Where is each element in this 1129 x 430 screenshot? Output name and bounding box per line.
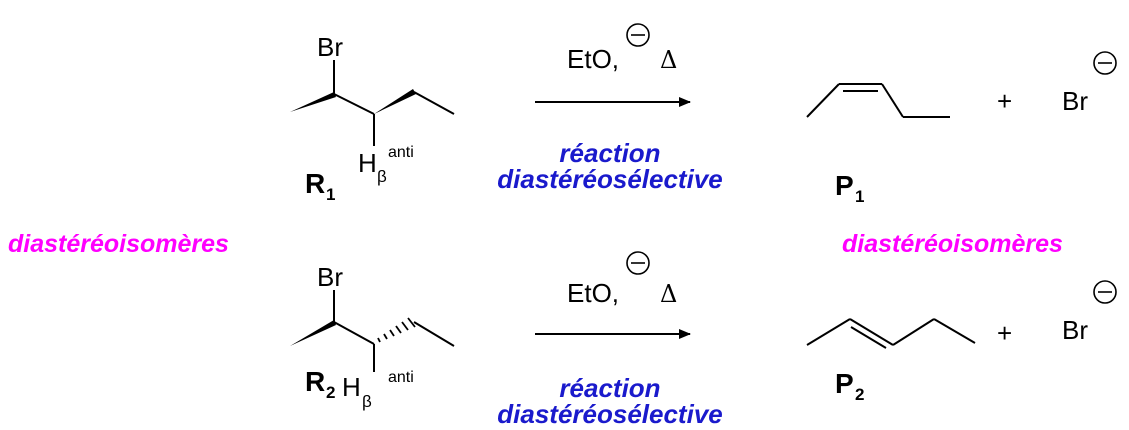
product-label-index: 2 [855, 385, 865, 404]
reactant-label-index: 1 [326, 185, 336, 204]
bromide-label: Br [1062, 315, 1088, 345]
bond-c2-c3 [333, 321, 375, 345]
product-p2-structure [806, 318, 976, 349]
double-bond-inner [850, 326, 887, 349]
bond-c2-c3 [333, 93, 375, 115]
product-label-letter: P [835, 170, 854, 201]
reactant-r1-structure [290, 60, 455, 146]
charge-minus-icon [1093, 280, 1117, 304]
hydrogen-superscript: anti [388, 144, 414, 161]
bromide-label: Br [1062, 86, 1088, 116]
bond-ethyl [413, 321, 455, 347]
product-label-index: 1 [855, 187, 865, 206]
plus-sign: + [997, 86, 1013, 116]
hydrogen-superscript: anti [388, 369, 414, 386]
heat-symbol: Δ [660, 280, 678, 308]
bromine-label: Br [317, 32, 343, 62]
bond-c3-c4 [892, 318, 935, 346]
reaction-note-1: réaction diastéréosélective [470, 140, 750, 192]
hydrogen-label: H [358, 148, 377, 178]
product-label-letter: P [835, 368, 854, 399]
hydrogen-label: H [342, 372, 361, 402]
bond-c1-c2 [806, 83, 840, 118]
reaction-note-2: réaction diastéréosélective [470, 375, 750, 427]
charge-minus-icon [626, 251, 650, 275]
isomer-label-right: diastéréoisomères [842, 230, 1063, 258]
product-p1-structure [806, 83, 950, 118]
bromine-label: Br [317, 262, 343, 292]
reaction-note-line-1: réaction [559, 138, 661, 168]
reaction-note-line-2: diastéréosélective [497, 399, 723, 429]
reactant-label-letter: R [305, 366, 326, 397]
heat-symbol: Δ [660, 46, 678, 74]
wedge-bond [374, 89, 416, 114]
bond-c3-c4 [881, 83, 904, 118]
reagent-base: EtO, [567, 278, 620, 308]
reactant-r2-structure [290, 290, 455, 372]
bond-ethyl [413, 91, 455, 115]
charge-minus-icon [1093, 51, 1117, 75]
bond-c4-c5 [933, 318, 976, 344]
hydrogen-subscript: β [362, 392, 372, 411]
reagent-base: EtO, [567, 44, 620, 74]
double-bond [849, 318, 894, 346]
reactant-label-index: 2 [326, 383, 336, 402]
wedge-bond [290, 320, 336, 346]
wedge-bond [290, 92, 336, 112]
hydrogen-subscript: β [377, 167, 387, 186]
reaction-note-line-2: diastéréosélective [497, 164, 723, 194]
isomer-label-left: diastéréoisomères [8, 230, 229, 258]
hash-bond [377, 317, 416, 343]
plus-sign: + [997, 318, 1013, 348]
bond-c1-c2 [806, 318, 851, 346]
charge-minus-icon [626, 23, 650, 47]
reaction-note-line-1: réaction [559, 373, 661, 403]
reactant-label-letter: R [305, 168, 326, 199]
